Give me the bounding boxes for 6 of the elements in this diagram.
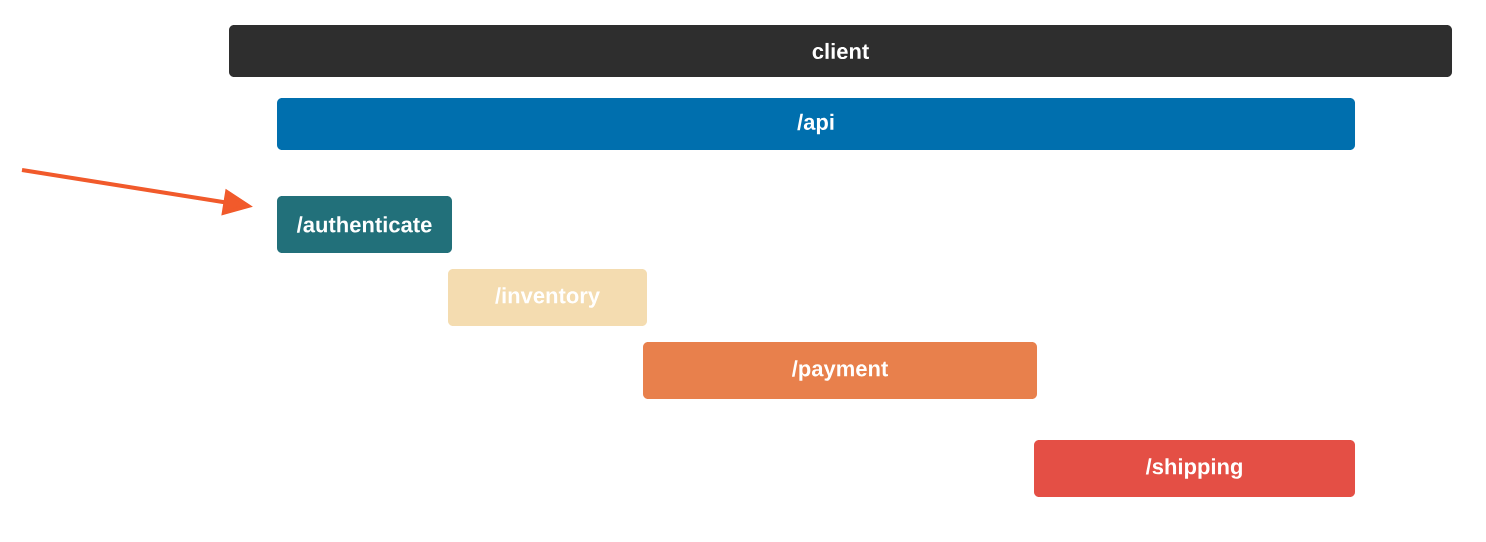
- process-bar: /shipping: [1034, 440, 1355, 497]
- process-bar: /authenticate: [277, 196, 452, 253]
- process-bar: /api: [277, 98, 1355, 150]
- process-bar: client: [229, 25, 1452, 77]
- process-bar: /inventory: [448, 269, 647, 326]
- process-bar: /payment: [643, 342, 1037, 399]
